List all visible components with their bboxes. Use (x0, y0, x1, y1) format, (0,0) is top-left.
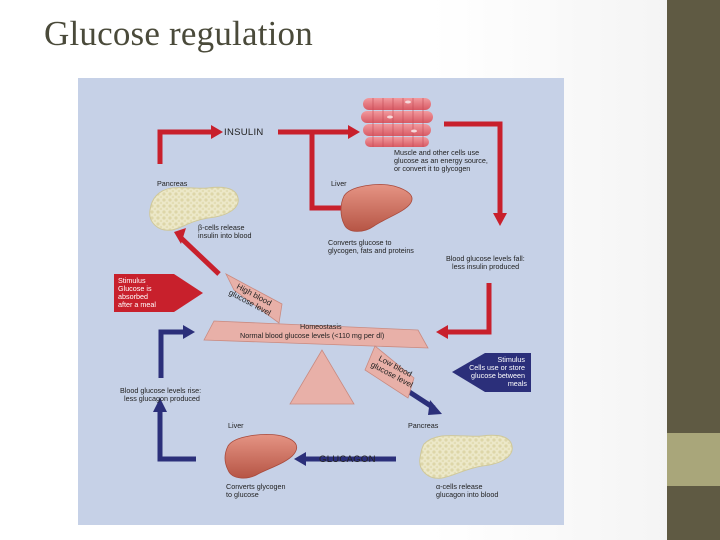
muscle-caption: Muscle and other cells use glucose as an… (394, 148, 490, 173)
insulin-return-arrow (448, 283, 492, 335)
alpha-cells-caption: α-cells release glucagon into blood (436, 482, 498, 499)
stimulus-cells-text: Stimulus Cells use or store glucose betw… (469, 355, 527, 388)
pancreas-top-label: Pancreas (157, 179, 188, 188)
pancreas-bottom-label: Pancreas (408, 421, 439, 430)
arrowhead-insulin-beta (174, 228, 186, 244)
beta-cells-caption: β-cells release insulin into blood (198, 223, 252, 240)
glucagon-return-arrow (157, 412, 196, 462)
stimulus-meal-box (114, 274, 203, 312)
glucagon-label: GLUCAGON (319, 454, 376, 465)
insulin-pathway (157, 121, 503, 335)
arrowhead-insulin-return (436, 325, 448, 339)
levels-fall-caption: Blood glucose levels fall: less insulin … (446, 254, 527, 271)
arrowhead-insulin-right (348, 125, 360, 139)
low-glucose-panel (364, 345, 415, 399)
arrowhead-glucagon-up (153, 398, 167, 412)
arrowhead-glucagon-rise (183, 325, 195, 339)
stimulus-cells-box (452, 353, 531, 392)
insulin-label: INSULIN (224, 127, 264, 138)
normal-levels-label: Normal blood glucose levels (<110 mg per… (240, 331, 384, 340)
diagram-canvas: INSULIN GLUCAGON Pancreas Liver Muscle a… (114, 98, 531, 499)
muscle-cells-illustration (361, 98, 433, 147)
stimulus-meal-text: Stimulus Glucose is absorbed after a mea… (118, 276, 156, 309)
liver-top-label: Liver (331, 179, 347, 188)
slide-title: Glucose regulation (44, 14, 313, 53)
glucagon-rise-arrow (158, 329, 183, 378)
liver-top-caption: Converts glucose to glycogen, fats and p… (328, 238, 414, 255)
glucose-regulation-diagram: INSULIN GLUCAGON Pancreas Liver Muscle a… (78, 78, 564, 525)
insulin-arrow-muscle-down (444, 121, 503, 213)
glucagon-pathway (157, 329, 436, 462)
liver-bottom-caption: Converts glycogen to glucose (226, 482, 288, 499)
arrowhead-glucagon-pancreas (428, 400, 442, 415)
homeostasis-label: Homeostasis (300, 322, 342, 331)
arrowhead-insulin-left (211, 125, 223, 139)
liver-top-illustration (340, 184, 413, 232)
insulin-beta-to-stimulus-line (179, 236, 221, 276)
high-glucose-panel (225, 273, 283, 324)
arrowhead-glucagon-left (294, 452, 306, 466)
insulin-arrow-left-segment (157, 129, 211, 164)
homeostasis-beam (203, 320, 429, 349)
liver-bottom-label: Liver (228, 421, 244, 430)
insulin-arrow-liver-branch (309, 132, 344, 211)
liver-bottom-illustration (224, 434, 298, 479)
levels-rise-caption: Blood glucose levels rise: less glucagon… (120, 386, 203, 403)
arrowhead-insulin-down (493, 213, 507, 226)
pancreas-top-illustration (149, 186, 239, 231)
pancreas-bottom-illustration (419, 434, 513, 479)
seesaw-fulcrum (289, 349, 355, 405)
sidebar-decoration-light (667, 433, 720, 486)
